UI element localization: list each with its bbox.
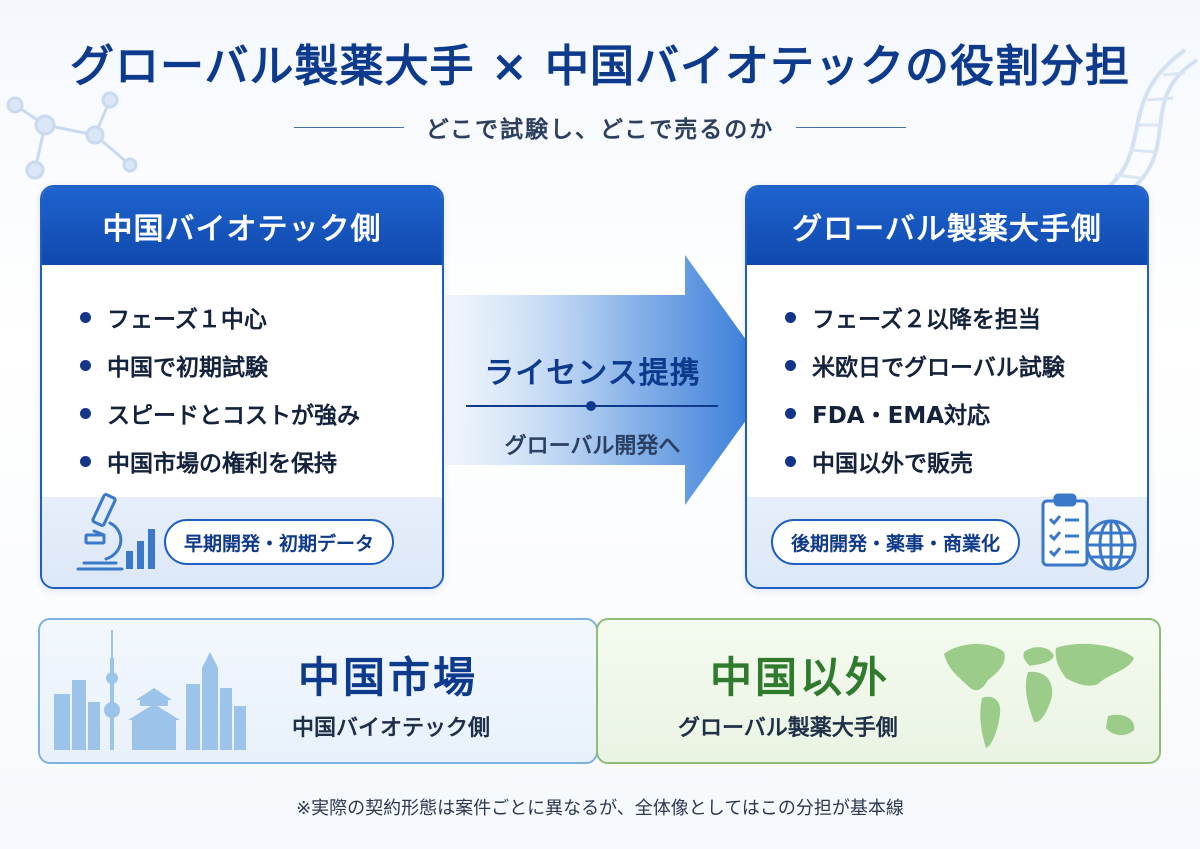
global-market-title: 中国以外 bbox=[710, 653, 891, 702]
footnote: ※実際の契約形態は案件ごとに異なるが、全体像としてはこの分担が基本線 bbox=[296, 798, 904, 819]
molecule-decoration-icon bbox=[6, 91, 138, 180]
list-item-text: 中国以外で販売 bbox=[812, 451, 973, 477]
list-item: フェーズ１中心 bbox=[80, 293, 442, 341]
global-market-box: 中国以外 グローバル製薬大手側 bbox=[596, 618, 1161, 764]
china-biotech-list: フェーズ１中心 中国で初期試験 スピードとコストが強み 中国市場の権利を保持 bbox=[42, 265, 442, 485]
list-item-text: 中国で初期試験 bbox=[107, 355, 268, 381]
bullet-icon bbox=[80, 311, 91, 323]
bar-chart-icon bbox=[126, 529, 155, 569]
global-pharma-heading: グローバル製薬大手側 bbox=[747, 187, 1147, 265]
list-item-text: フェーズ１中心 bbox=[107, 307, 267, 333]
city-skyline-icon bbox=[54, 630, 246, 750]
arrow-divider bbox=[466, 400, 718, 412]
microscope-icon bbox=[76, 493, 124, 571]
list-item: 中国市場の権利を保持 bbox=[80, 437, 442, 485]
bullet-icon bbox=[785, 311, 796, 323]
china-market-sub: 中国バイオテック側 bbox=[292, 716, 491, 741]
list-item: 中国以外で販売 bbox=[785, 437, 1147, 485]
world-map-icon bbox=[944, 643, 1135, 748]
global-market-sub: グローバル製薬大手側 bbox=[678, 716, 898, 741]
bullet-icon bbox=[80, 455, 91, 467]
list-item: 中国で初期試験 bbox=[80, 341, 442, 389]
list-item-text: FDA・EMA対応 bbox=[812, 403, 991, 429]
china-market-title: 中国市場 bbox=[298, 653, 479, 702]
list-item-text: スピードとコストが強み bbox=[107, 403, 360, 429]
subtitle-row: どこで試験し、どこで売るのか bbox=[0, 112, 1200, 143]
page-subtitle: どこで試験し、どこで売るのか bbox=[425, 117, 775, 143]
list-item: スピードとコストが強み bbox=[80, 389, 442, 437]
list-item: 米欧日でグローバル試験 bbox=[785, 341, 1147, 389]
bullet-icon bbox=[80, 359, 91, 371]
dna-decoration-icon bbox=[1103, 48, 1199, 197]
globe-icon bbox=[1085, 519, 1137, 571]
divider-right bbox=[796, 126, 907, 128]
china-biotech-footer: 早期開発・初期データ bbox=[42, 493, 442, 587]
bullet-icon bbox=[785, 359, 796, 371]
bullet-icon bbox=[785, 455, 796, 467]
list-item-text: 中国市場の権利を保持 bbox=[107, 451, 337, 477]
bullet-icon bbox=[785, 407, 796, 419]
early-development-tag: 早期開発・初期データ bbox=[164, 519, 395, 565]
late-development-tag: 後期開発・薬事・商業化 bbox=[771, 519, 1021, 565]
china-market-box: 中国市場 中国バイオテック側 bbox=[38, 618, 598, 764]
china-biotech-heading: 中国バイオテック側 bbox=[42, 187, 442, 265]
list-item-text: 米欧日でグローバル試験 bbox=[812, 355, 1065, 381]
global-pharma-footer: 後期開発・薬事・商業化 bbox=[747, 493, 1147, 587]
global-pharma-list: フェーズ２以降を担当 米欧日でグローバル試験 FDA・EMA対応 中国以外で販売 bbox=[747, 265, 1147, 485]
license-label: ライセンス提携 bbox=[484, 356, 701, 391]
clipboard-checklist-icon bbox=[1041, 493, 1089, 567]
bullet-icon bbox=[80, 407, 91, 419]
license-arrow-icon bbox=[445, 255, 775, 505]
divider-left bbox=[293, 126, 404, 128]
list-item: フェーズ２以降を担当 bbox=[785, 293, 1147, 341]
page-title: グローバル製薬大手 × 中国バイオテックの役割分担 bbox=[69, 41, 1131, 92]
list-item-text: フェーズ２以降を担当 bbox=[812, 307, 1041, 333]
china-biotech-panel: 中国バイオテック側 フェーズ１中心 中国で初期試験 スピードとコストが強み 中国… bbox=[40, 185, 444, 589]
license-sublabel: グローバル開発へ bbox=[504, 434, 681, 459]
list-item: FDA・EMA対応 bbox=[785, 389, 1147, 437]
global-pharma-panel: グローバル製薬大手側 フェーズ２以降を担当 米欧日でグローバル試験 FDA・EM… bbox=[745, 185, 1149, 589]
